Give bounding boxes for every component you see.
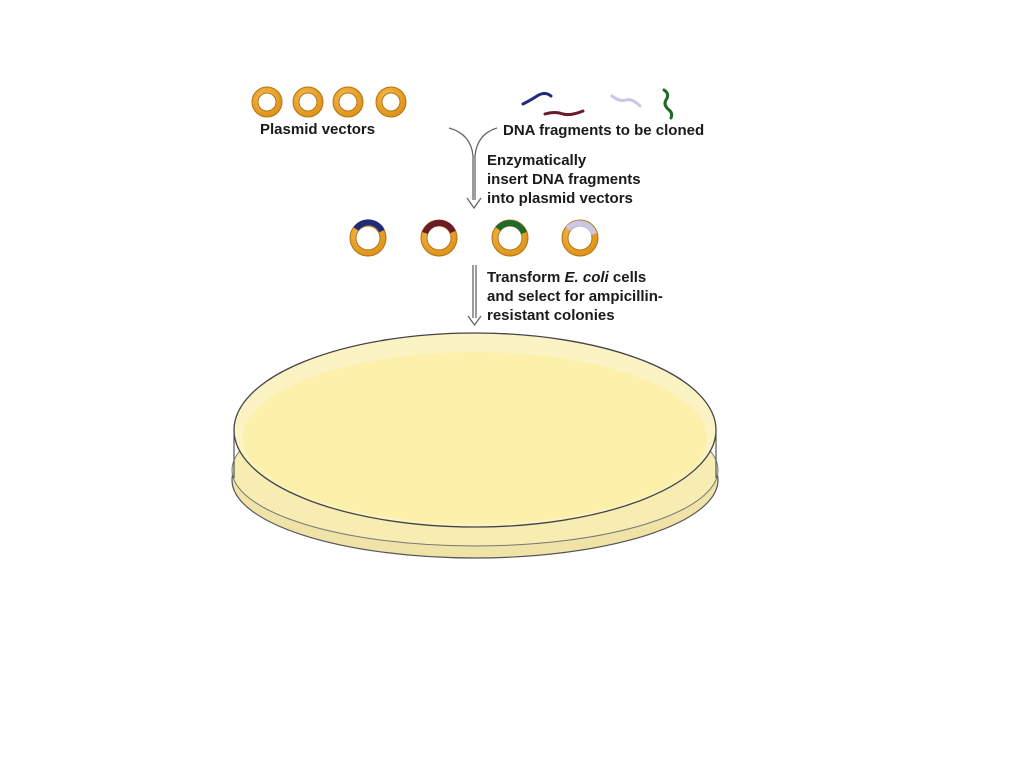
- recombinant-plasmid-lavender: [561, 219, 599, 257]
- plasmid-vectors-group: [251, 86, 407, 118]
- step-transform-line2: and select for ampicillin-: [487, 288, 663, 305]
- dna-fragment-maroon: [543, 109, 585, 117]
- merge-arrow: [448, 127, 498, 210]
- recombinant-plasmid-maroon: [420, 219, 458, 257]
- dna-fragment-green: [662, 88, 674, 120]
- plasmid-ring: [376, 87, 406, 117]
- plasmid-ring: [333, 87, 363, 117]
- step-transform-label: Transform E. coli cells and select for a…: [487, 268, 663, 325]
- recombinant-plasmids-group: [349, 219, 599, 257]
- transform-arrow: [467, 265, 482, 327]
- plasmid-ring: [252, 87, 282, 117]
- step-insert-line3: into plasmid vectors: [487, 190, 633, 207]
- petri-dish: [231, 332, 719, 559]
- dna-fragments-group: [521, 88, 674, 120]
- plasmid-vectors-label: Plasmid vectors: [260, 121, 376, 138]
- dna-fragment-blue: [521, 92, 553, 106]
- dna-fragments-label: DNA fragments to be cloned: [503, 122, 705, 139]
- step-insert-line2: insert DNA fragments: [487, 171, 641, 188]
- recombinant-plasmid-blue: [349, 219, 387, 257]
- step-insert-label: Enzymatically insert DNA fragments into …: [487, 151, 641, 208]
- agar-surface: [243, 352, 707, 524]
- step-transform-line3: resistant colonies: [487, 307, 615, 324]
- step-insert-line1: Enzymatically: [487, 152, 587, 169]
- plasmid-ring: [257, 92, 277, 112]
- plasmid-ring: [251, 86, 283, 118]
- plasmid-ring: [293, 87, 323, 117]
- dna-fragment-lavender: [610, 94, 642, 108]
- step-transform-line1: Transform E. coli cells: [487, 269, 647, 286]
- recombinant-plasmid-green: [491, 219, 529, 257]
